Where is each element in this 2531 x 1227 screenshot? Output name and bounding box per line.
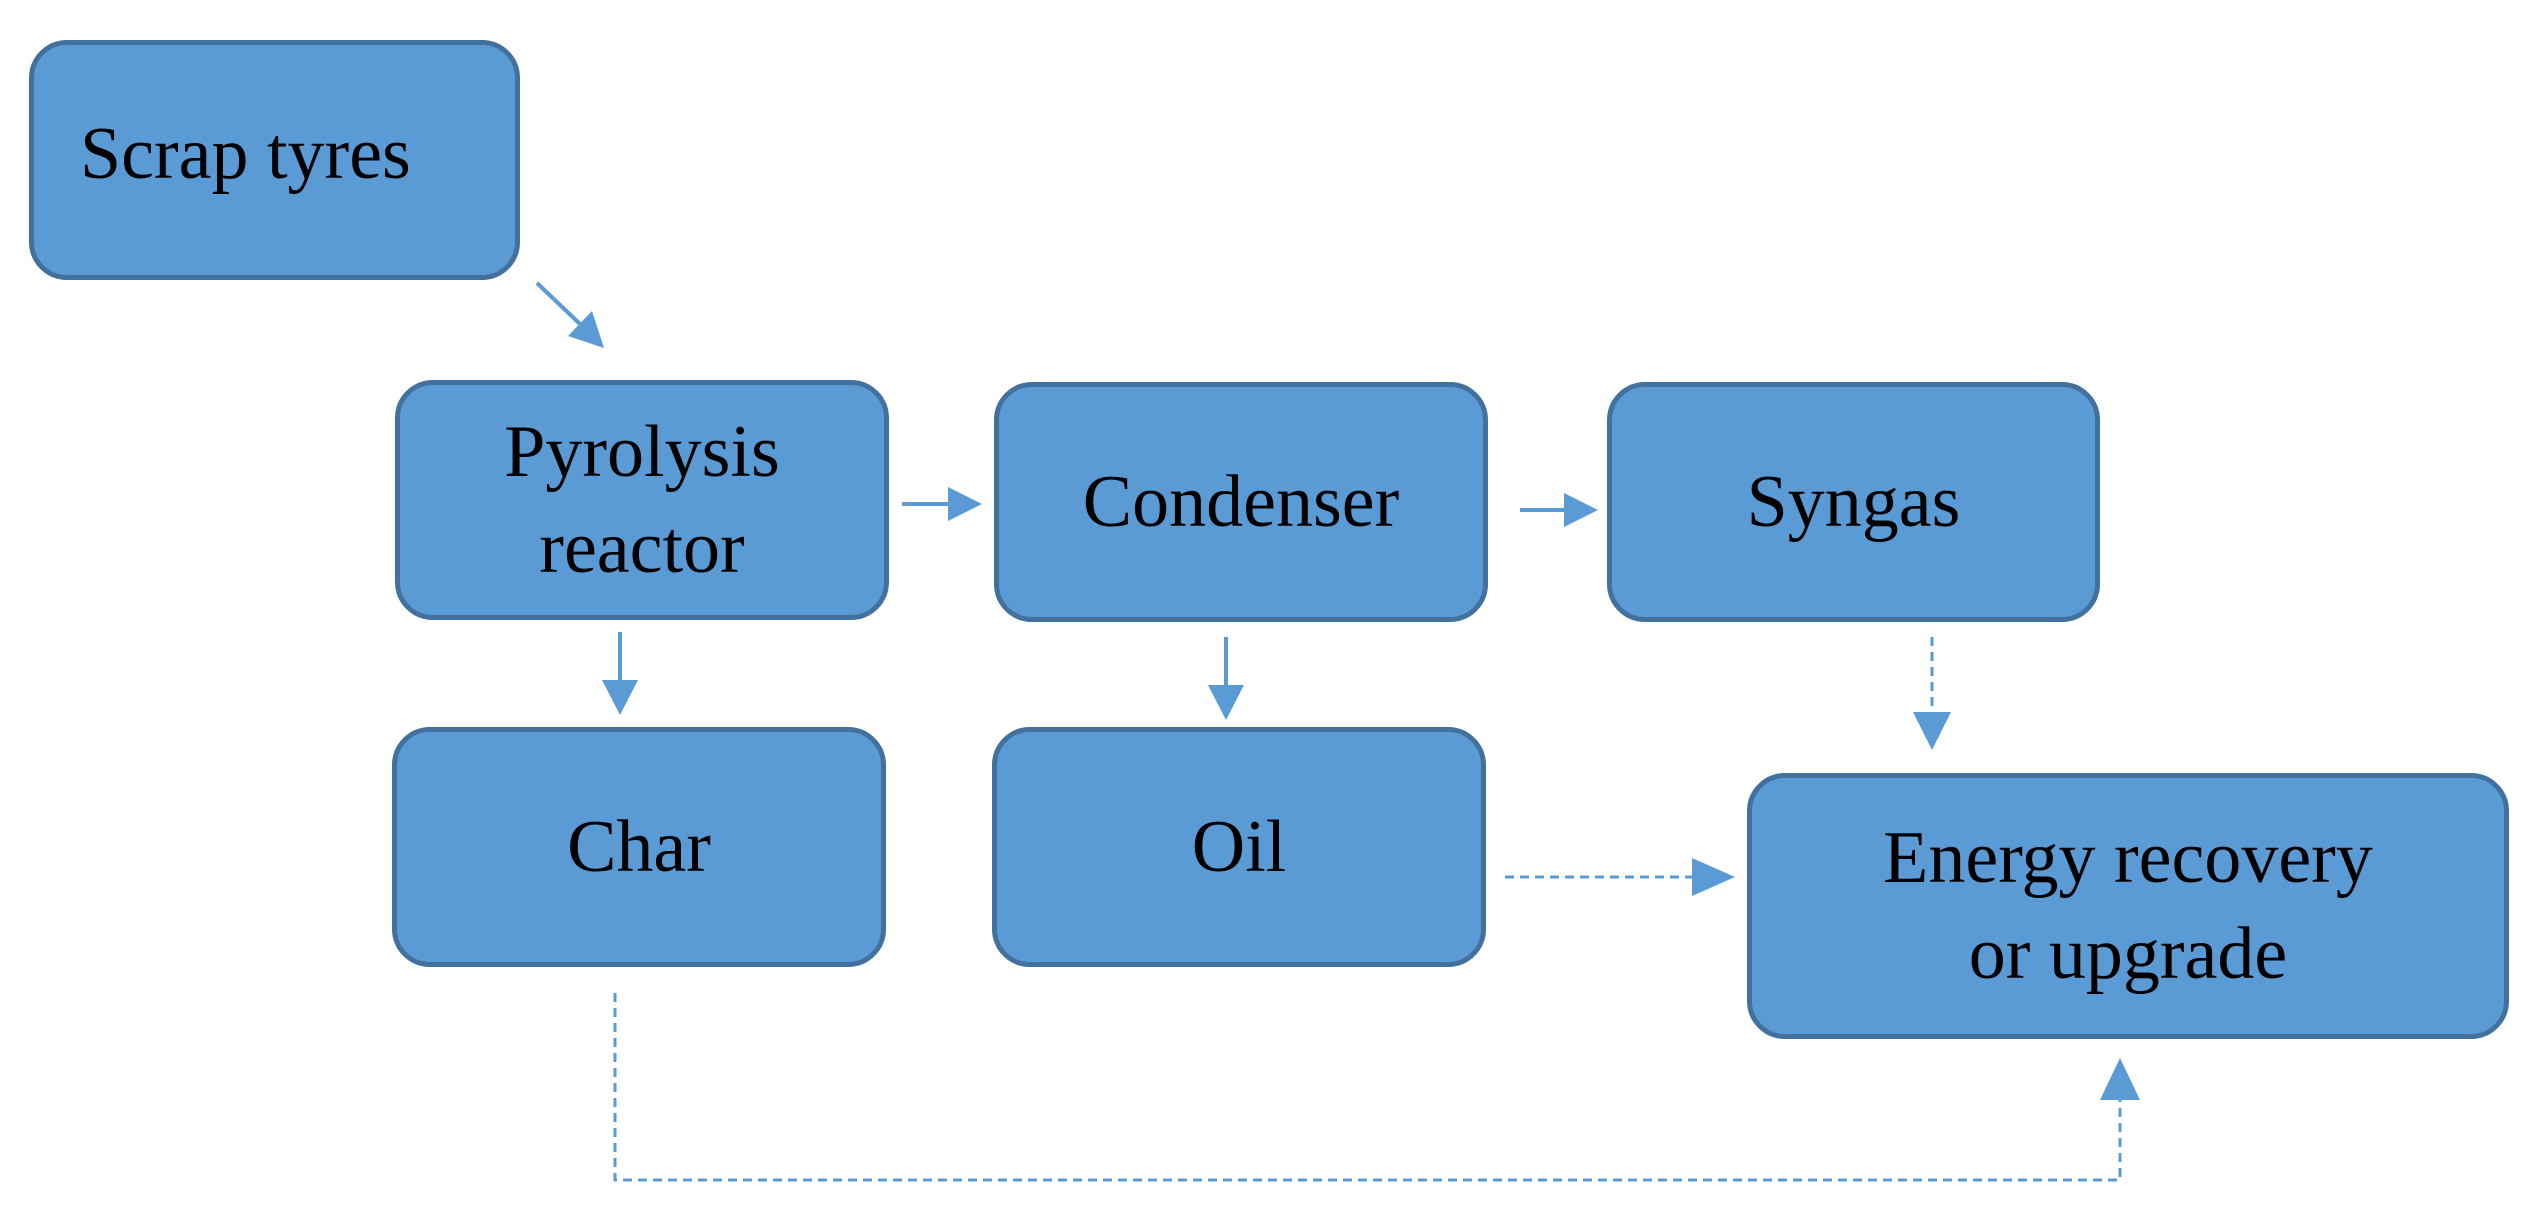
edge-pyrolysis-to-condenser xyxy=(902,487,982,521)
node-label: Pyrolysis reactor xyxy=(504,410,780,589)
node-label: Condenser xyxy=(1082,460,1400,543)
node-pyrolysis-reactor: Pyrolysis reactor xyxy=(395,380,889,620)
edge-scrap-to-pyrolysis xyxy=(535,281,604,348)
node-scrap-tyres: Scrap tyres xyxy=(29,40,520,280)
edge-syngas-to-energy xyxy=(1913,637,1951,750)
node-oil: Oil xyxy=(992,727,1486,967)
node-energy-recovery: Energy recovery or upgrade xyxy=(1747,773,2509,1039)
edge-oil-to-energy xyxy=(1505,858,1735,896)
node-label: Syngas xyxy=(1746,460,1961,543)
edge-condenser-to-syngas xyxy=(1520,493,1598,527)
node-char: Char xyxy=(392,727,886,967)
node-label: Energy recovery or upgrade xyxy=(1883,816,2373,995)
node-label: Scrap tyres xyxy=(80,112,411,195)
node-syngas: Syngas xyxy=(1607,382,2100,622)
edge-condenser-to-oil xyxy=(1208,637,1244,720)
node-label: Char xyxy=(567,805,711,888)
edge-pyrolysis-to-char xyxy=(602,632,638,715)
node-condenser: Condenser xyxy=(994,382,1488,622)
node-label: Oil xyxy=(1191,805,1287,888)
